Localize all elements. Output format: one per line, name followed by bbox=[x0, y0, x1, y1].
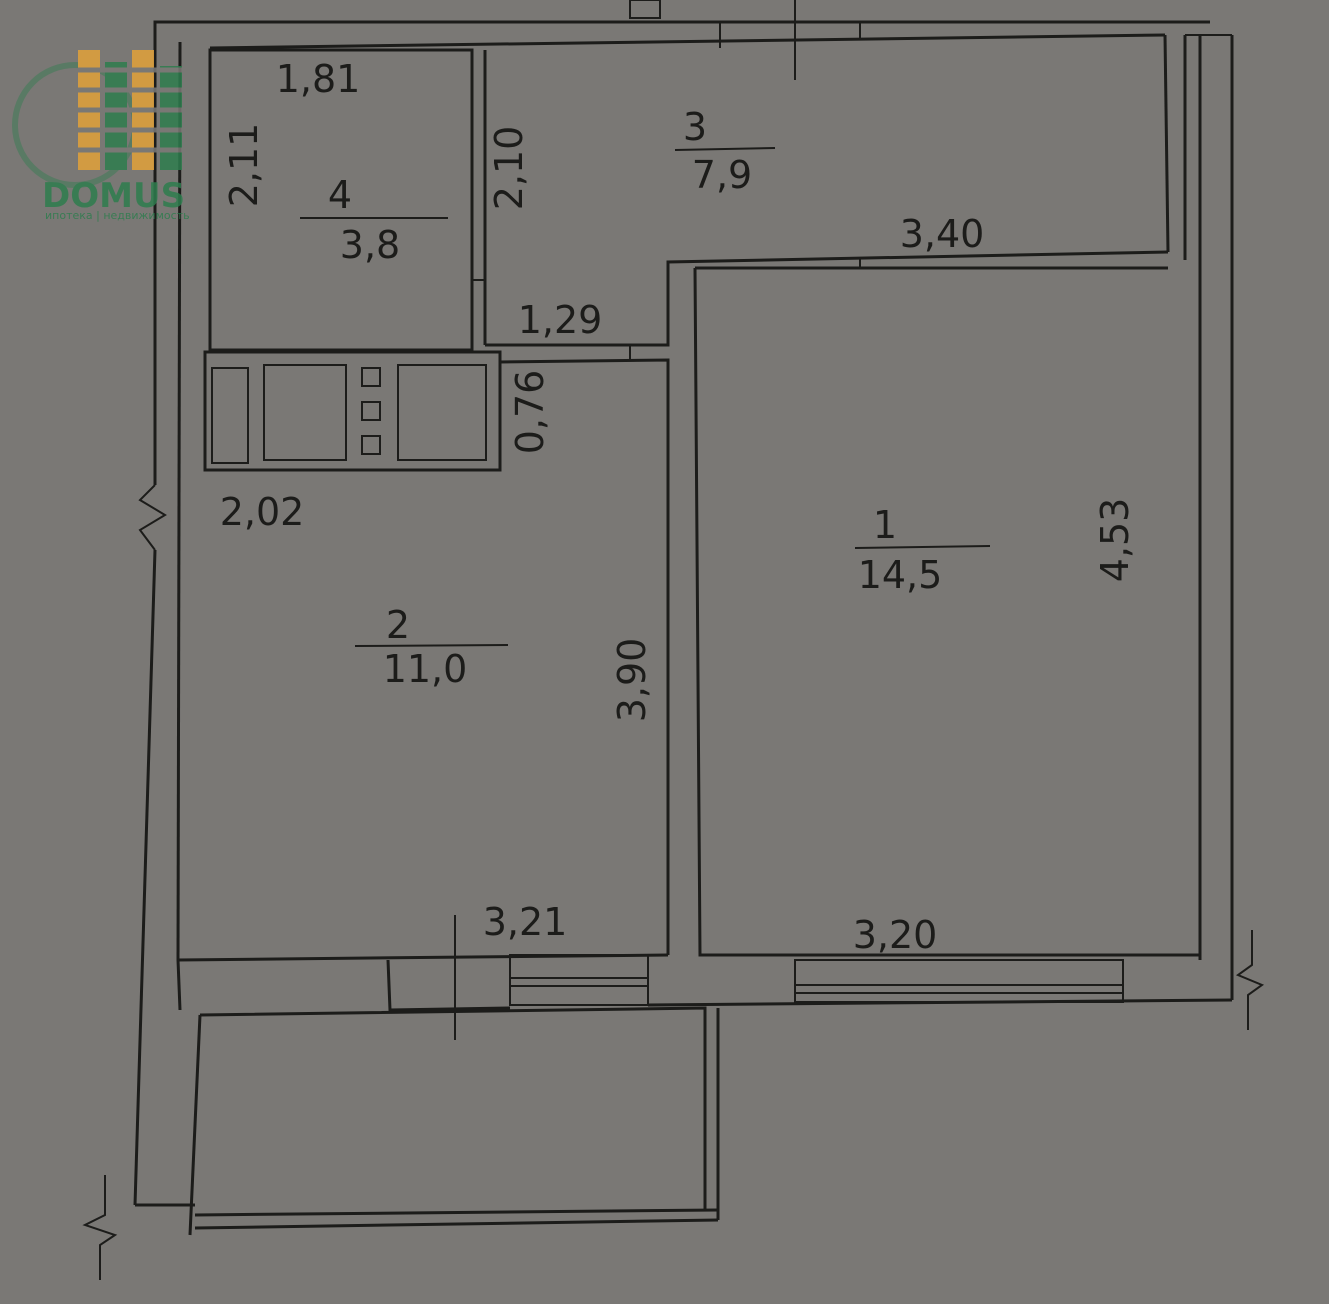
dim-hall-lower-width: 1,29 bbox=[518, 298, 603, 342]
room-3-area: 7,9 bbox=[692, 153, 752, 197]
kitchen-cabinet-block bbox=[203, 350, 502, 472]
dim-bath-width: 1,81 bbox=[276, 57, 361, 101]
inner-top-wall bbox=[209, 33, 1166, 50]
dim-bath-height: 2,11 bbox=[222, 123, 266, 208]
room-2-area: 11,0 bbox=[383, 647, 468, 691]
exterior-bottom-left bbox=[176, 959, 182, 1011]
kitchen-window bbox=[509, 954, 649, 1006]
room-1-number: 1 bbox=[873, 503, 897, 547]
room-walls bbox=[693, 267, 1200, 957]
top-outer-wall bbox=[153, 20, 1210, 42]
cabinet-3 bbox=[397, 364, 487, 461]
top-vent bbox=[629, 0, 661, 19]
balcony-rail-1 bbox=[194, 1208, 719, 1217]
right-break-mark bbox=[1235, 930, 1265, 1030]
room-3-divider bbox=[674, 147, 776, 151]
room-2-number: 2 bbox=[386, 603, 410, 647]
dim-kitchen-niche: 0,76 bbox=[508, 370, 552, 455]
dim-kitchen-height: 3,90 bbox=[610, 638, 654, 723]
logo-brand: DOMUS bbox=[42, 176, 185, 216]
balcony-break-mark bbox=[82, 1175, 118, 1280]
entry-door-jamb bbox=[719, 22, 861, 48]
room-labels: 4 3,8 3 7,9 1 14,5 2 11,0 bbox=[300, 105, 991, 691]
walls bbox=[82, 0, 1265, 1280]
domus-logo: DOMUS ипотека | недвижимость bbox=[12, 50, 190, 222]
cabinet-1 bbox=[211, 367, 249, 464]
balcony-door-left bbox=[386, 959, 511, 1012]
logo-buildings-icon bbox=[78, 50, 182, 170]
left-inner-wall bbox=[176, 41, 182, 961]
room-1-area: 14,5 bbox=[858, 553, 943, 597]
balcony-top-wall bbox=[199, 1006, 707, 1210]
logo-tagline: ипотека | недвижимость bbox=[45, 209, 190, 222]
room-1-divider bbox=[854, 545, 991, 549]
dim-room-width: 3,20 bbox=[853, 913, 938, 957]
left-outer-wall-bottom bbox=[133, 549, 157, 1206]
room-4-number: 4 bbox=[328, 173, 352, 217]
dim-room-height: 4,53 bbox=[1093, 498, 1137, 583]
dim-hall-width: 3,40 bbox=[900, 212, 985, 256]
dim-hall-left-height: 2,10 bbox=[487, 126, 531, 211]
stove-burner-3 bbox=[361, 435, 381, 455]
room-2-divider bbox=[354, 644, 509, 647]
stove-burner-1 bbox=[361, 367, 381, 387]
balcony-left-wall bbox=[188, 1014, 202, 1236]
hall-right-wall bbox=[1163, 34, 1170, 253]
balcony-rail-2 bbox=[194, 1218, 719, 1230]
room-window bbox=[794, 959, 1124, 1003]
cabinet-2 bbox=[263, 364, 347, 461]
bathroom-walls bbox=[208, 48, 474, 352]
hall-lower-wall bbox=[485, 250, 1169, 347]
stove-burner-2 bbox=[361, 401, 381, 421]
room-4-area: 3,8 bbox=[340, 223, 400, 267]
room-3-number: 3 bbox=[683, 105, 707, 149]
dim-kitchen-width: 3,21 bbox=[483, 900, 568, 944]
dimension-labels: 1,81 2,11 2,10 3,40 1,29 0,76 2,02 3,90 … bbox=[220, 57, 1137, 957]
dim-kitchen-top-width: 2,02 bbox=[220, 490, 305, 534]
kitchen-right-wall bbox=[499, 358, 670, 955]
left-break-mark bbox=[138, 484, 167, 551]
